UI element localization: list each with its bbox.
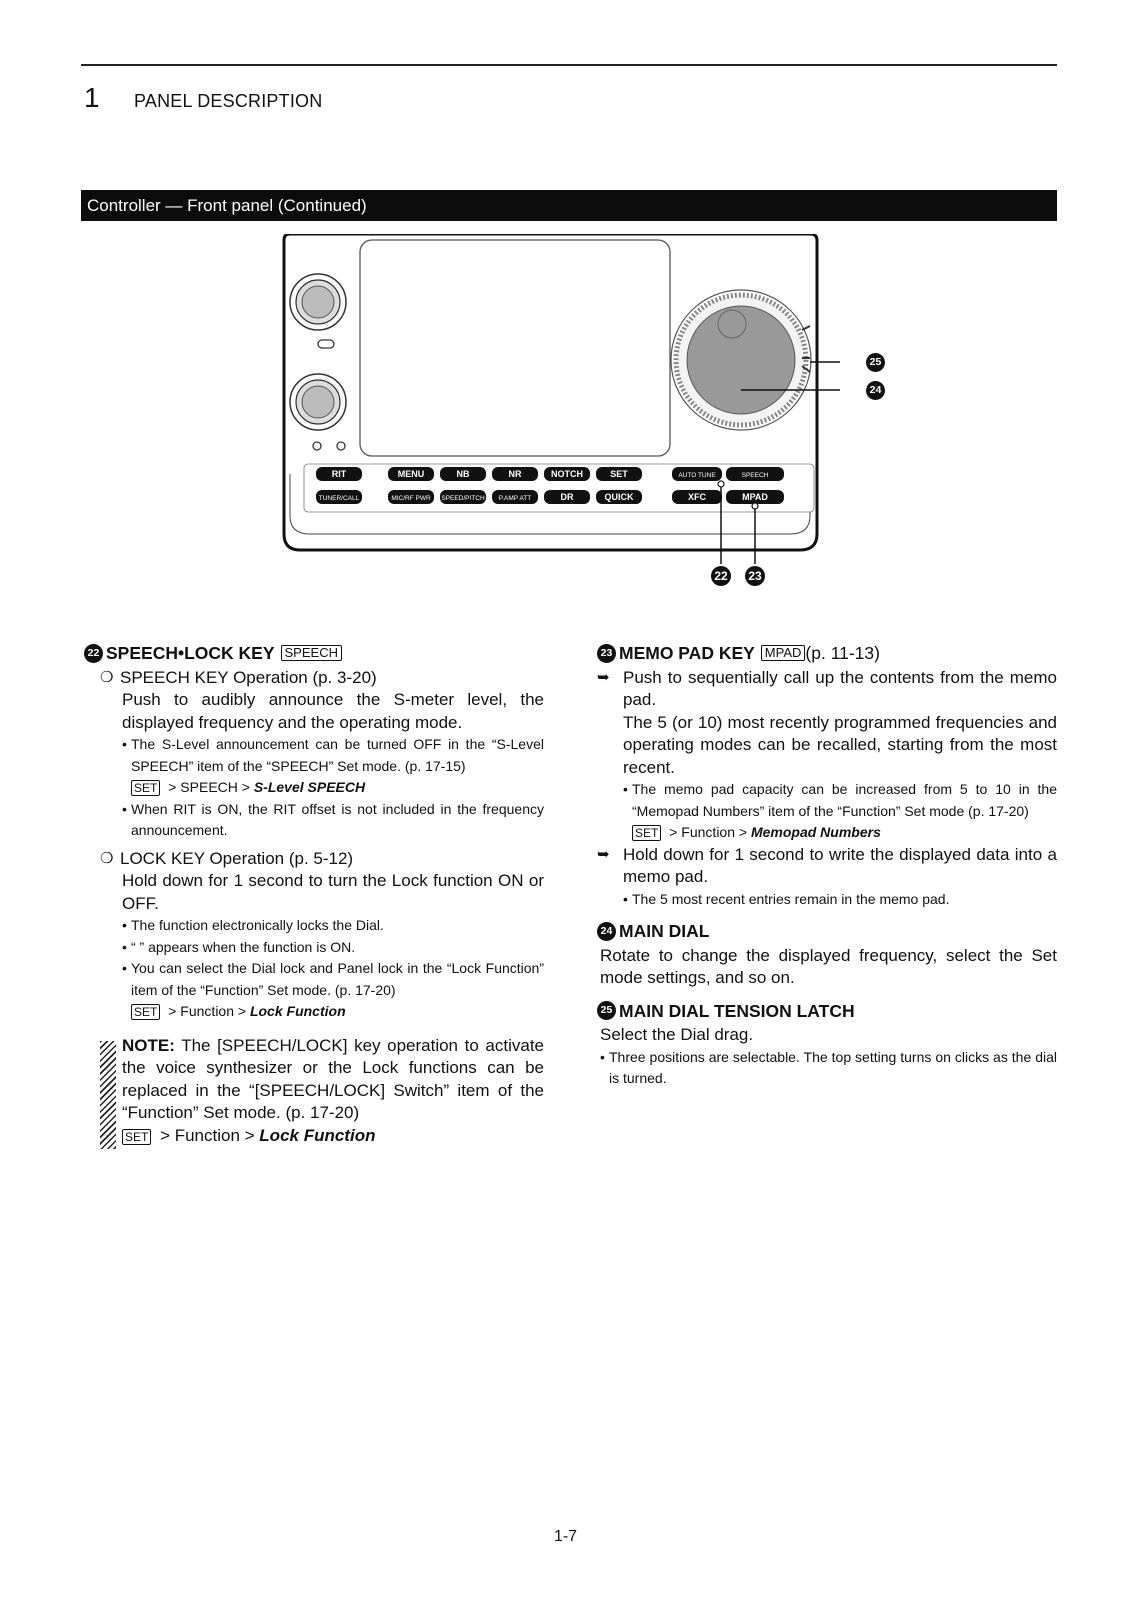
svg-text:DR: DR [561,492,574,502]
bullet-item: •When RIT is ON, the RIT offset is not i… [122,800,544,839]
knob-lower-icon [289,373,347,431]
heading-text: SPEECH•LOCK KEY [106,643,275,663]
menu-path: SET > Function > Lock Function [131,1001,544,1023]
radio-button-auto-tune: AUTO TUNE [672,467,722,481]
svg-text:MIC/RF PWR: MIC/RF PWR [391,495,431,502]
speech-op-text: Push to audibly announce the S-meter lev… [122,690,544,732]
left-column: 22 SPEECH•LOCK KEY SPEECH ❍ SPEECH KEY O… [84,642,544,1149]
svg-text:SPEED/PITCH: SPEED/PITCH [441,495,485,502]
radio-button-nr: NR [492,467,538,481]
radio-button-xfc: XFC [672,490,722,504]
svg-text:23: 23 [748,569,762,583]
tension-text: Select the Dial drag. [600,1025,754,1044]
heading-main-dial: 24 MAIN DIAL [597,920,1057,943]
knob-upper-icon [289,273,347,331]
speech-op-subheading: ❍ SPEECH KEY Operation (p. 3-20) [100,667,544,690]
svg-text:MENU: MENU [398,469,425,479]
chapter-number: 1 [84,82,100,113]
circle-bullet-icon: ❍ [100,849,114,867]
main-dial-icon [670,289,812,431]
radio-button-rit: RIT [316,467,362,481]
radio-button-speech: SPEECH [726,467,784,481]
note-hatch-icon [100,1040,116,1149]
page-number: 1-7 [553,1528,578,1545]
svg-text:QUICK: QUICK [605,492,635,502]
note-box: NOTE: The [SPEECH/LOCK] key operation to… [84,1035,544,1149]
svg-text:XFC: XFC [688,492,707,502]
memo-pad-item-2: ➥ Hold down for 1 second to write the di… [597,844,1057,889]
item-number-22: 22 [84,643,103,663]
chapter-title: PANEL DESCRIPTION [134,91,323,111]
memo-pad-item-1: ➥ Push to sequentially call up the conte… [597,667,1057,712]
svg-text:AUTO TUNE: AUTO TUNE [678,472,716,479]
bullet-item: •You can select the Dial lock and Panel … [122,960,544,998]
heading-speech-lock-key: 22 SPEECH•LOCK KEY SPEECH [84,642,544,665]
radio-button-speed-pitch: SPEED/PITCH [440,490,486,504]
radio-button-notch: NOTCH [544,467,590,481]
bullet-item: •The function electronically locks the D… [122,917,384,933]
radio-button-mpad: MPAD [726,490,784,504]
radio-button-mic-rf-pwr: MIC/RF PWR [388,490,434,504]
callout-25: 25 [866,352,888,372]
svg-text:NOTCH: NOTCH [551,469,583,479]
svg-text:P.AMP ATT: P.AMP ATT [499,495,532,502]
menu-path: SET > Function > Memopad Numbers [632,822,1057,844]
svg-text:NB: NB [457,469,470,479]
bullet-item: •The S-Level announcement can be turned … [122,736,544,774]
radio-button-set: SET [596,467,642,481]
radio-button-dr: DR [544,490,590,504]
main-dial-text: Rotate to change the displayed frequency… [600,945,1057,988]
mpad-keycap: MPAD [760,645,806,662]
radio-button-nb: NB [440,467,486,481]
heading-tension-latch: 25 MAIN DIAL TENSION LATCH [597,1000,1057,1023]
item-number-23: 23 [597,643,616,663]
svg-text:22: 22 [714,569,728,583]
arrow-bullet-icon: ➥ [597,845,610,863]
menu-path: SET > SPEECH > S-Level SPEECH [131,777,544,799]
svg-text:RIT: RIT [332,469,347,479]
circle-bullet-icon: ❍ [100,668,114,686]
svg-text:NR: NR [509,469,522,479]
radio-button-quick: QUICK [596,490,642,504]
callout-24: 24 [866,380,888,400]
radio-button-p-amp: P.AMP ATT [492,490,538,504]
memo-pad-item-1-detail: The 5 (or 10) most recently programmed f… [623,712,1057,777]
note-menu-path: SET > Function > Lock Function [122,1125,544,1148]
bullet-item: •“ ” appears when the function is ON. [122,938,356,955]
lock-op-subheading: ❍ LOCK KEY Operation (p. 5-12) [100,848,544,871]
callout-22: 22 [711,566,731,586]
svg-text:SET: SET [610,469,628,479]
radio-button-tuner-call: TUNER/CALL [316,490,362,504]
bullet-item: •Three positions are selectable. The top… [600,1048,1057,1087]
radio-button-menu: MENU [388,467,434,481]
svg-text:TUNER/CALL: TUNER/CALL [319,495,360,502]
lock-op-text: Hold down for 1 second to turn the Lock … [122,871,544,913]
item-number-24: 24 [597,921,616,941]
callout-23: 23 [745,566,765,586]
arrow-bullet-icon: ➥ [597,668,610,686]
item-number-25: 25 [597,1001,616,1021]
bullet-item: •The 5 most recent entries remain in the… [623,890,950,907]
right-column: 23 MEMO PAD KEY MPAD (p. 11-13) ➥ Push t… [597,642,1057,1090]
svg-text:MPAD: MPAD [742,492,768,502]
bullet-item: •The memo pad capacity can be increased … [623,781,1057,819]
svg-text:SPEECH: SPEECH [742,472,769,479]
note-label: NOTE: [122,1035,175,1055]
section-title-bar: Controller — Front panel (Continued) [81,190,1057,221]
speech-keycap: SPEECH [280,645,342,662]
header-rule [81,64,1057,66]
radio-front-panel-illustration: RIT MENU NB NR NOTCH SET AUTO TUNE SPEEC… [282,234,840,586]
note-text: The [SPEECH/LOCK] key operation to activ… [122,1035,544,1123]
heading-memo-pad-key: 23 MEMO PAD KEY MPAD (p. 11-13) [597,642,1057,665]
